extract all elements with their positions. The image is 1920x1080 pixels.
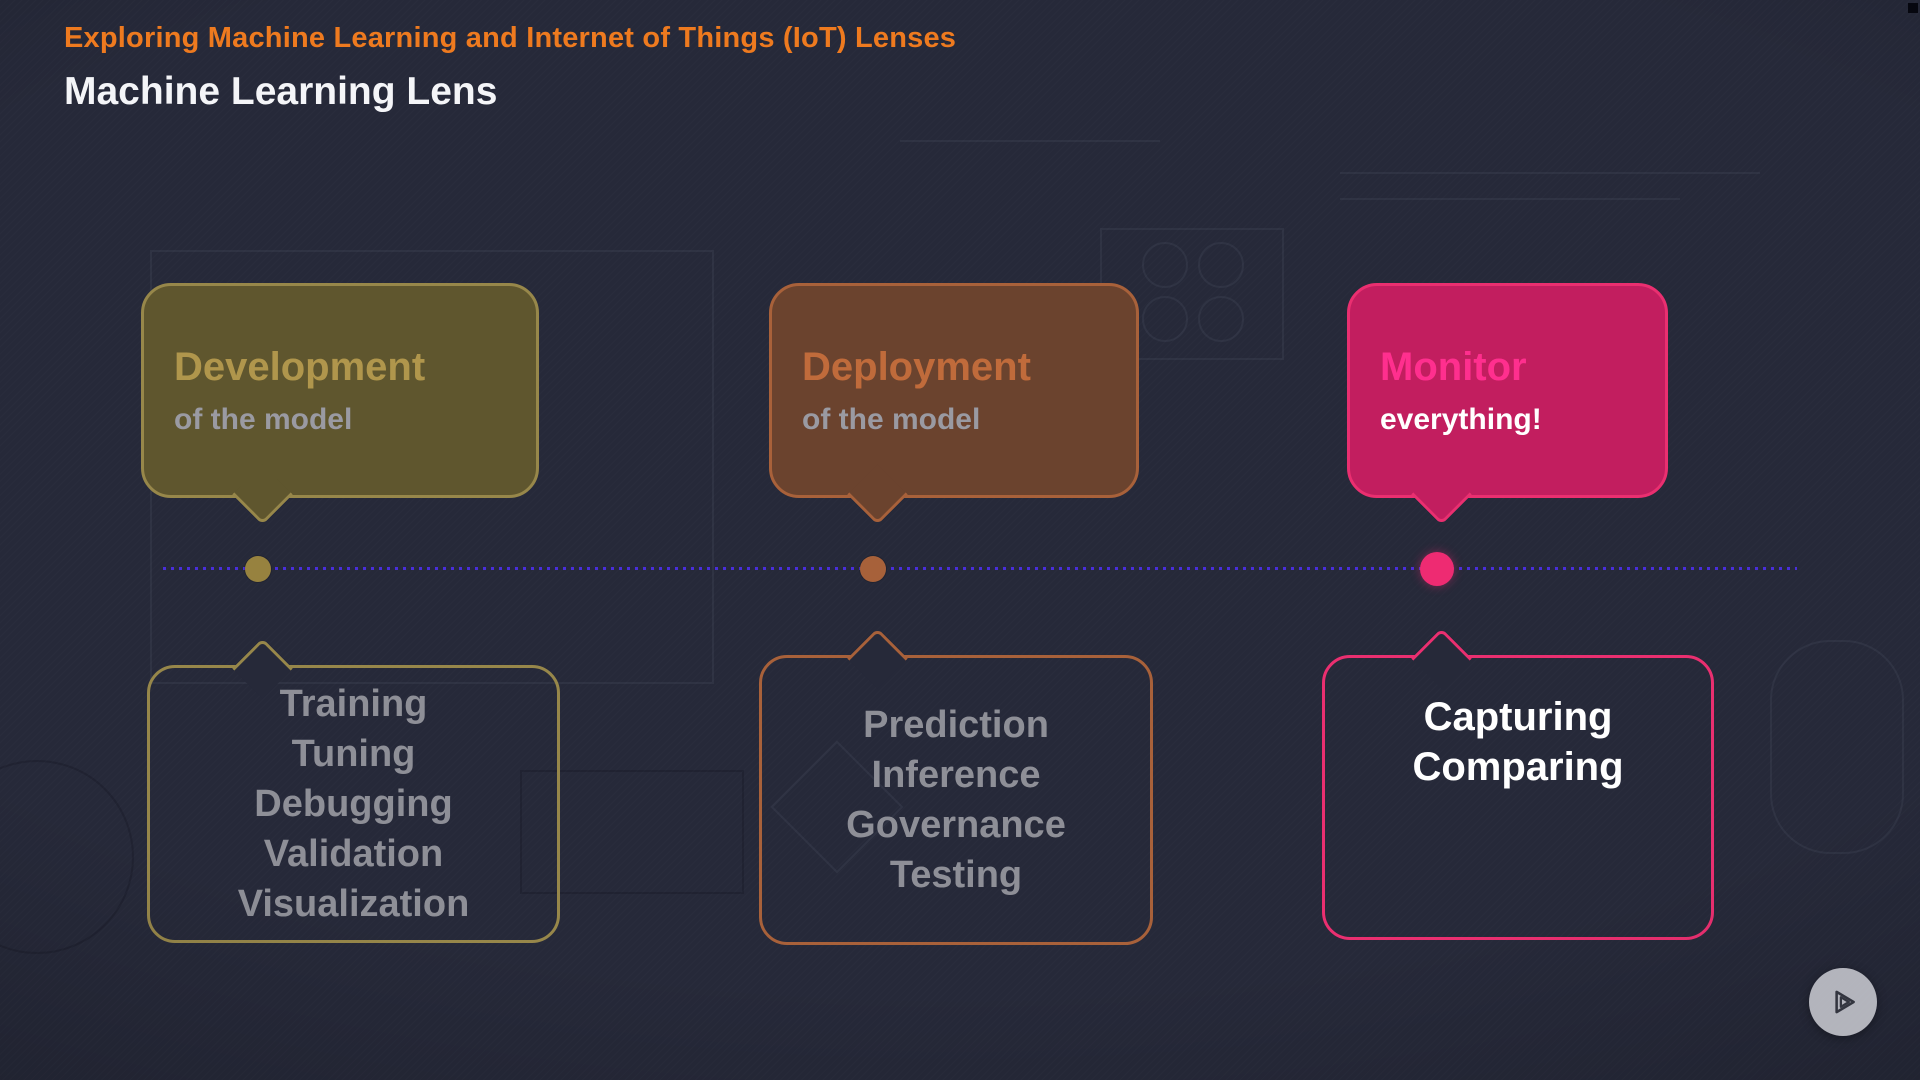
activity-item: Testing <box>889 854 1023 897</box>
blueprint-sketch <box>1142 296 1188 342</box>
milestone-sublabel: of the model <box>174 402 353 436</box>
blueprint-sketch <box>1198 296 1244 342</box>
bubble-tail <box>1411 628 1472 689</box>
milestone-card-deployment: Deployment of the model <box>769 283 1139 525</box>
activities-card-development: Training Tuning Debugging Validation Vis… <box>147 638 560 943</box>
blueprint-sketch <box>1340 198 1680 200</box>
milestone-sublabel: of the model <box>802 402 981 436</box>
corner-artifact <box>1908 3 1918 13</box>
blueprint-sketch <box>232 302 356 486</box>
bubble-tail <box>1411 464 1472 525</box>
blueprint-sketch <box>770 740 904 874</box>
milestone-sublabel: everything! <box>1380 402 1542 436</box>
activity-item: Prediction <box>863 703 1049 746</box>
activity-item: Governance <box>846 804 1066 846</box>
page-title: Machine Learning Lens <box>64 70 498 113</box>
bubble-tail <box>847 628 908 689</box>
bubble-tail <box>847 464 908 525</box>
activity-item: Training <box>279 682 428 725</box>
blueprint-sketch <box>1100 228 1284 360</box>
blueprint-sketch <box>1770 640 1904 854</box>
activity-item: Visualization <box>237 883 470 926</box>
activity-item: Comparing <box>1412 745 1624 789</box>
pluralsight-play-icon <box>1826 985 1860 1019</box>
blueprint-sketch <box>0 760 134 954</box>
blueprint-sketch <box>1198 242 1244 288</box>
milestone-label: Development <box>174 344 426 389</box>
blueprint-sketch <box>520 770 744 894</box>
bubble-tail <box>232 464 293 525</box>
blueprint-sketch <box>1142 242 1188 288</box>
milestone-label: Monitor <box>1380 344 1527 389</box>
bubble-tail <box>232 638 293 699</box>
milestone-card-development: Development of the model <box>141 283 539 525</box>
activities-card-monitor: Capturing Comparing <box>1322 628 1714 940</box>
slide-kicker: Exploring Machine Learning and Internet … <box>64 22 957 54</box>
activity-item: Capturing <box>1423 695 1613 739</box>
activity-item: Tuning <box>291 732 416 775</box>
blueprint-sketch <box>900 140 1160 142</box>
milestone-card-monitor: Monitor everything! <box>1347 283 1668 525</box>
activity-item: Inference <box>871 753 1041 796</box>
activity-item: Validation <box>263 833 444 876</box>
pluralsight-play-button[interactable] <box>1809 968 1877 1036</box>
timeline-line <box>163 567 1797 570</box>
blueprint-sketch <box>1340 172 1760 174</box>
blueprint-sketch <box>150 250 714 684</box>
activities-card-deployment: Prediction Inference Governance Testing <box>759 628 1153 945</box>
activity-item: Debugging <box>254 782 453 825</box>
milestone-label: Deployment <box>802 344 1031 389</box>
